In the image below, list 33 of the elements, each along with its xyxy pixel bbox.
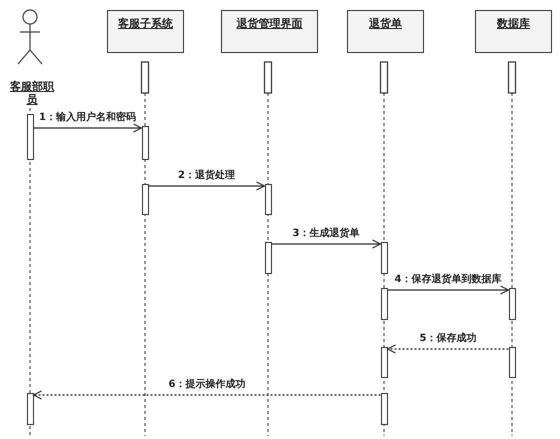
activation-bar xyxy=(508,288,516,320)
message-arrow xyxy=(272,239,382,249)
message-arrow xyxy=(388,285,510,295)
message-arrow xyxy=(32,390,380,400)
activation-bar xyxy=(264,184,272,215)
lifeline-header-box xyxy=(107,10,184,53)
activation-bar xyxy=(142,126,148,160)
message-arrow xyxy=(34,123,142,133)
participant-name: 数据库 xyxy=(497,16,530,31)
participant-name: 客服子系统 xyxy=(118,16,173,31)
activation-bar xyxy=(380,242,388,274)
activation-bar xyxy=(380,393,388,425)
participant-name: 退货管理界面 xyxy=(236,16,302,31)
lifeline-header-box xyxy=(347,10,424,53)
actor-name: 客服部职员 xyxy=(8,80,56,106)
message-arrow xyxy=(386,344,508,354)
activation-bar xyxy=(380,347,388,378)
message-arrow xyxy=(148,181,266,191)
activation-bar xyxy=(264,242,272,274)
participant-name: 退货单 xyxy=(369,16,402,31)
activation-bar xyxy=(26,393,34,425)
lifeline-header-box xyxy=(475,10,552,53)
edge-label: 6：提示操作成功 xyxy=(168,377,246,391)
lifeline-header-box xyxy=(221,10,318,53)
edge-label: 3：生成退货单 xyxy=(292,226,360,240)
edge-label: 1：输入用户名和密码 xyxy=(38,110,137,124)
activation-bar xyxy=(508,347,516,378)
activation-bar xyxy=(142,184,148,215)
activation-bar xyxy=(380,288,388,320)
edge-label: 4：保存退货单到数据库 xyxy=(394,272,502,286)
activation-bar xyxy=(26,114,34,160)
edge-label: 2：退货处理 xyxy=(177,168,236,182)
edge-label: 5：保存成功 xyxy=(418,331,478,345)
